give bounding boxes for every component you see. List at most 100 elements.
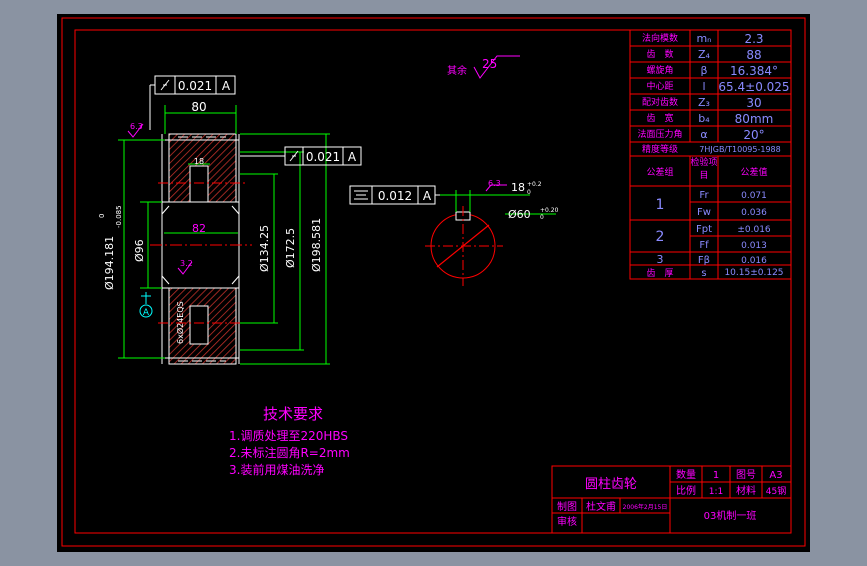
group-1-item-2: Fw <box>697 207 711 218</box>
dim-hole-18: 18 <box>194 157 204 166</box>
group-1-val-2: 0.036 <box>741 208 767 218</box>
accuracy-label: 精度等级 <box>642 143 678 155</box>
bore-tol-low: 0 <box>540 214 544 221</box>
rough-3-2: 3.2 <box>180 259 193 268</box>
datum-a-label: A <box>143 308 150 318</box>
param-sym-4: Z₃ <box>698 96 710 109</box>
group-1-item-1: Fr <box>699 190 709 201</box>
tolerance-frame-1 <box>149 75 236 130</box>
param-sym-0: mₙ <box>696 32 711 45</box>
roughness-other-label: 其余 <box>447 64 467 77</box>
param-val-4: 30 <box>746 96 761 110</box>
tol2-value: 0.021 <box>306 150 340 164</box>
date-value: 2006年2月15日 <box>623 503 668 511</box>
dim-width-80: 80 <box>191 100 206 114</box>
dim-d194-lower: -0.085 <box>115 205 123 228</box>
part-name: 圆柱齿轮 <box>585 477 637 492</box>
dim-d198: Ø198.581 <box>310 218 323 272</box>
hdr-tolerance-value: 公差值 <box>740 166 767 178</box>
qty-label: 数量 <box>676 468 696 481</box>
group-2-no: 2 <box>656 229 665 245</box>
tol1-value: 0.021 <box>178 79 212 93</box>
dim-d134: Ø134.25 <box>258 225 271 272</box>
note-1: 1.调质处理至220HBS <box>229 429 348 443</box>
tol1-datum: A <box>222 79 231 93</box>
material-label: 材料 <box>736 484 756 497</box>
drawing-no-label: 图号 <box>736 469 756 481</box>
param-sym-1: Z₄ <box>698 48 711 61</box>
group-2-item-2: Ff <box>699 240 709 251</box>
hdr-inspection-item: 检验项目 <box>690 158 717 181</box>
dim-d172: Ø172.5 <box>284 228 297 268</box>
tol3-datum: A <box>423 189 432 203</box>
thickness-sym: s <box>701 268 706 279</box>
drafter-value: 杜文甫 <box>586 500 616 513</box>
param-sym-2: β <box>700 64 707 77</box>
drawing-no-value: A3 <box>769 470 782 481</box>
datum-a-marker <box>139 292 153 318</box>
param-label-4: 配对齿数 <box>642 96 678 108</box>
param-val-0: 2.3 <box>744 32 763 46</box>
rough-6-3-left: 6.3 <box>130 122 143 131</box>
param-label-2: 螺旋角 <box>646 64 673 76</box>
param-label-1: 齿 数 <box>646 48 673 60</box>
material-value: 45钢 <box>766 485 786 497</box>
note-3: 3.装前用煤油洗净 <box>229 462 324 477</box>
group-1-val-1: 0.071 <box>741 191 767 201</box>
param-label-6: 法面压力角 <box>637 128 682 140</box>
dim-d96: Ø96 <box>133 239 146 262</box>
group-3-item-1: Fβ <box>698 255 710 266</box>
rough-6-3-key: 6.3 <box>488 179 501 188</box>
group-2-val-2: 0.013 <box>741 241 767 251</box>
thickness-label: 齿 厚 <box>646 268 673 279</box>
inner-border <box>74 29 792 534</box>
param-val-2: 16.384° <box>730 64 778 78</box>
param-sym-5: b₄ <box>698 112 710 125</box>
hdr-tolerance-group: 公差组 <box>646 166 673 178</box>
group-3-val-1: 0.016 <box>741 256 767 266</box>
bore-dim: Ø60 <box>508 208 531 221</box>
param-val-5: 80mm <box>735 112 774 126</box>
param-sym-6: α <box>700 128 707 141</box>
roughness-other-value: 25 <box>482 57 497 71</box>
param-sym-3: l <box>702 80 705 93</box>
key-tol-up: +0.2 <box>527 181 542 188</box>
group-2-val-1: ±0.016 <box>737 225 771 235</box>
qty-value: 1 <box>713 470 719 481</box>
key-dim: 18 <box>511 181 525 194</box>
tol3-value: 0.012 <box>378 189 412 203</box>
param-val-3: 65.4±0.025 <box>718 80 789 94</box>
bore-detail-view <box>425 184 556 286</box>
outer-border <box>61 17 806 547</box>
group-2-item-1: Fpt <box>696 224 712 235</box>
roughness-other-symbol <box>473 55 520 79</box>
dim-d194: Ø194.181 <box>103 236 116 290</box>
param-label-0: 法向模数 <box>642 32 678 44</box>
dim-bore-82: 82 <box>192 222 206 235</box>
note-2: 2.未标注圆角R=2mm <box>229 445 350 460</box>
group-3-no: 3 <box>657 253 664 266</box>
parameter-table <box>629 29 792 280</box>
scale-value: 1:1 <box>709 487 723 497</box>
tolerance-frame-2 <box>240 146 362 166</box>
gear-section <box>150 133 252 365</box>
title-block <box>551 465 792 534</box>
drafter-label: 制图 <box>557 500 577 513</box>
key-tol-low: 0 <box>527 189 531 196</box>
bore-tol-up: +0.20 <box>540 207 559 214</box>
notes-title: 技术要求 <box>263 405 323 423</box>
thickness-value: 10.15±0.125 <box>724 268 783 278</box>
param-val-6: 20° <box>743 128 764 142</box>
checker-label: 审核 <box>557 515 577 528</box>
param-label-5: 齿 宽 <box>646 112 673 124</box>
roughness-symbol-left <box>127 123 193 275</box>
param-label-3: 中心距 <box>646 80 673 92</box>
group-1-no: 1 <box>656 197 665 213</box>
accuracy-value: 7HJGB/T10095-1988 <box>699 145 780 154</box>
dim-holes: 6xØ24EQS <box>175 301 185 344</box>
dim-d194-upper: 0 <box>98 214 106 218</box>
tol2-datum: A <box>348 150 357 164</box>
dimension-lines <box>118 105 330 365</box>
